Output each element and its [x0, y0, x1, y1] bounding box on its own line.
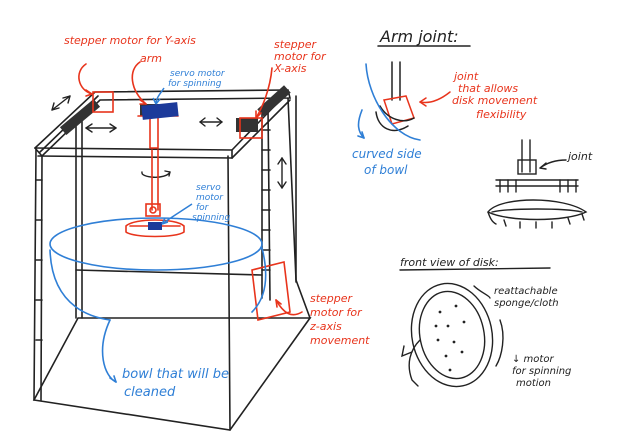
label-bowl-2: cleaned [124, 385, 176, 400]
label-sponge-2: sponge/cloth [494, 298, 559, 309]
curved-bowl-side [358, 64, 420, 140]
label-stepper-z-1: stepper [310, 292, 354, 305]
sponge-dots [435, 305, 466, 372]
label-joint-4: flexibility [476, 108, 527, 121]
label-stepper-y: stepper motor for Y-axis [64, 34, 196, 47]
label-arm: arm [140, 52, 162, 65]
label-curved-1: curved side [352, 147, 422, 161]
label-stepper-x-3: X-axis [273, 62, 307, 75]
arm-joint-detail [376, 46, 470, 130]
label-stepper-z-3: z-axis [309, 320, 342, 333]
label-bowl-1: bowl that will be [122, 367, 229, 382]
label-joint-short: joint [566, 150, 593, 163]
label-servo-top-1: servo motor [170, 69, 226, 79]
label-servo-mid-3: for [196, 203, 210, 213]
labels: stepper motor for Y-axis arm servo motor… [64, 27, 593, 400]
label-servo-mid-1: servo [196, 183, 221, 193]
joint-pointers [420, 92, 450, 106]
top-servo [141, 88, 192, 230]
label-arm-joint-title: Arm joint: [379, 27, 459, 46]
label-motor-3: motion [516, 378, 551, 389]
label-motor-1: ↓ motor [512, 354, 554, 365]
label-servo-mid-4: spinning [192, 213, 231, 223]
label-motor-2: for spinning [512, 366, 571, 377]
label-stepper-z-2: motor for [310, 306, 363, 319]
label-joint-3: disk movement [452, 94, 538, 107]
label-front-view: front view of disk: [400, 256, 499, 269]
label-servo-top-2: for spinning [168, 79, 222, 89]
label-stepper-z-4: movement [310, 334, 370, 347]
label-sponge-1: reattachable [494, 286, 558, 297]
label-curved-2: of bowl [364, 163, 408, 177]
label-servo-mid-2: motor [196, 193, 224, 203]
